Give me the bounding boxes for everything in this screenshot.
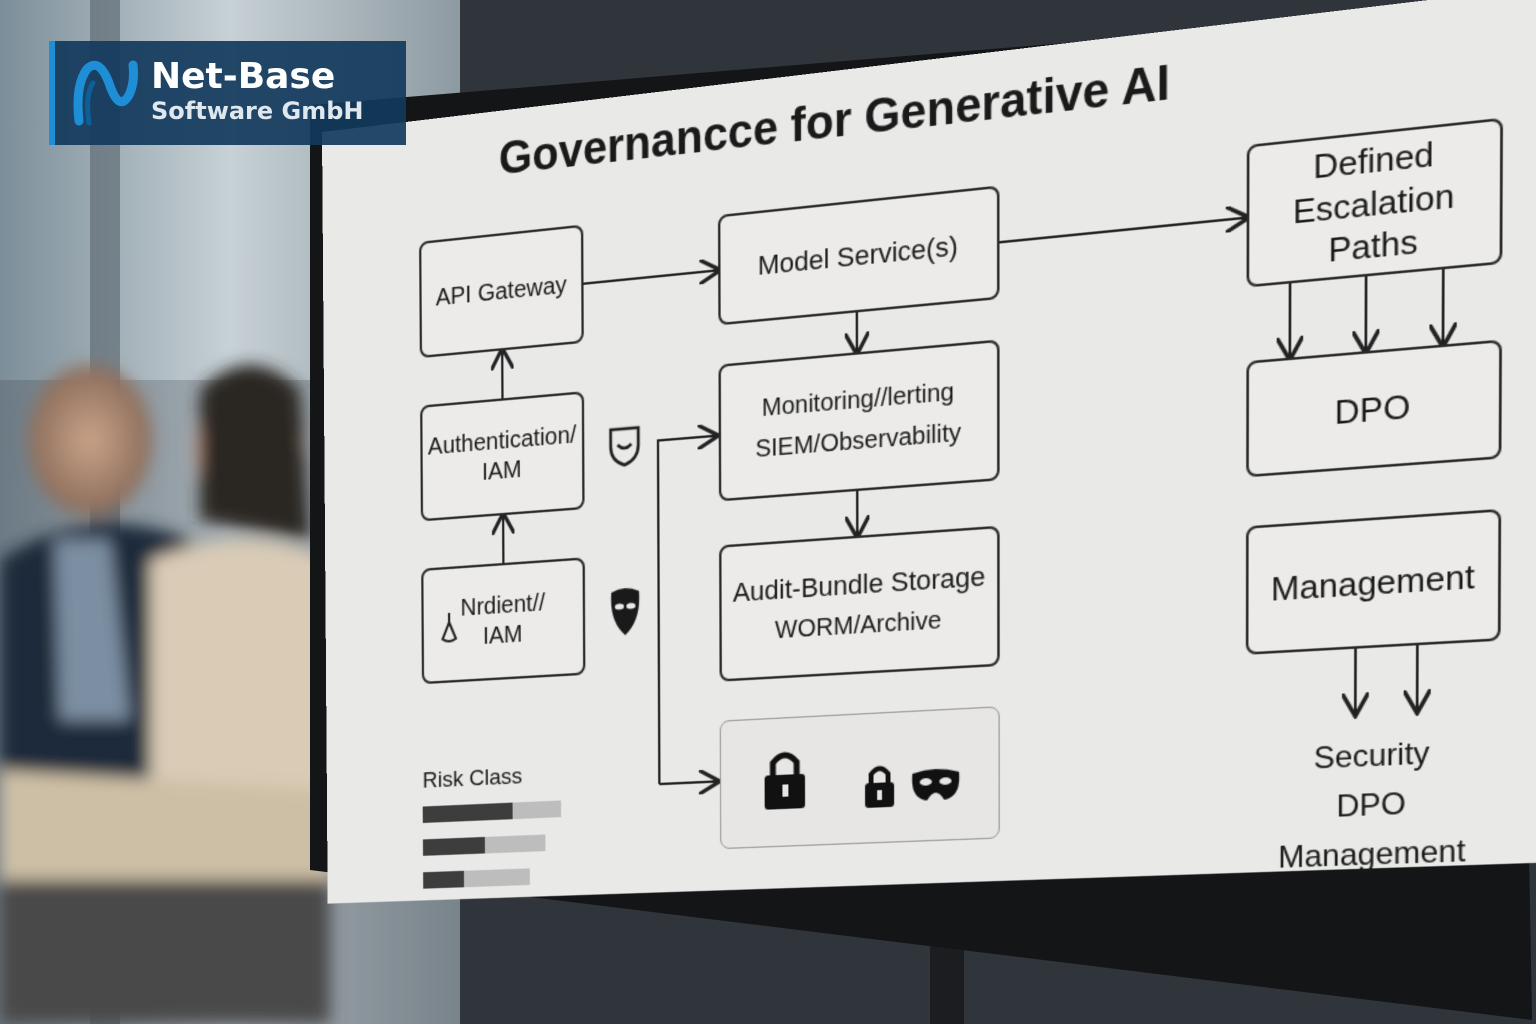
mask-icon [611,587,640,637]
api-gateway-label: API Gateway [435,271,567,311]
auth-label-line2: IAM [481,456,522,486]
monitoring-box: Monitoring//lerting SIEM/Observability [718,339,1000,502]
audit-label-line2: WORM/Archive [774,607,942,645]
brand-company: Net-Base [151,56,336,97]
client-box: Nrdient// IAM [421,557,586,685]
arrow-feed-monitoring [658,436,718,784]
padlock-icon [761,744,809,810]
model-services-label: Model Service(s) [757,230,958,282]
risk-bar-light [512,800,562,820]
display-screen: Governancce for Generative AI [322,0,1536,904]
management-box: Management [1245,508,1502,655]
monitoring-label-line2: SIEM/Observability [755,419,962,464]
risk-bar-dark [422,836,485,856]
small-padlock-icon [861,760,897,808]
wave-logo-icon [73,60,138,126]
shield-icon [607,422,642,468]
security-icons-panel [719,706,1000,850]
brand-logo: Net-Base Software GmbH [49,41,406,145]
risk-bar-light [463,868,530,888]
tail-dpo: DPO [1336,786,1407,825]
client-label-line2: IAM [482,621,523,650]
client-label-line1: Nrdient// [460,589,546,622]
risk-bar-light [484,834,546,854]
arrow-gateway-model [584,270,719,283]
flask-icon [439,610,459,644]
eye-mask-icon [912,767,960,802]
dpo-label: DPO [1334,386,1411,432]
escalation-label-line3: Paths [1328,222,1418,270]
escalation-box: Defined Escalation Paths [1246,117,1503,288]
monitor: Governancce for Generative AI [300,0,1536,1024]
audit-label-line1: Audit-Bundle Storage [732,560,986,608]
tail-management: Management [1278,833,1466,876]
arrow-model-escalation [1000,218,1247,243]
risk-bar-dark [423,870,465,889]
management-label: Management [1270,556,1475,609]
authentication-box: Authentication/ IAM [420,391,585,522]
arrow-feed-icons [659,781,717,784]
dpo-box: DPO [1246,339,1502,478]
api-gateway-box: API Gateway [419,224,584,359]
brand-tagline: Software GmbH [151,97,364,125]
risk-class-label: Risk Class [422,764,523,794]
monitoring-label-line1: Monitoring//lerting [761,378,955,423]
audit-storage-box: Audit-Bundle Storage WORM/Archive [719,525,1000,682]
